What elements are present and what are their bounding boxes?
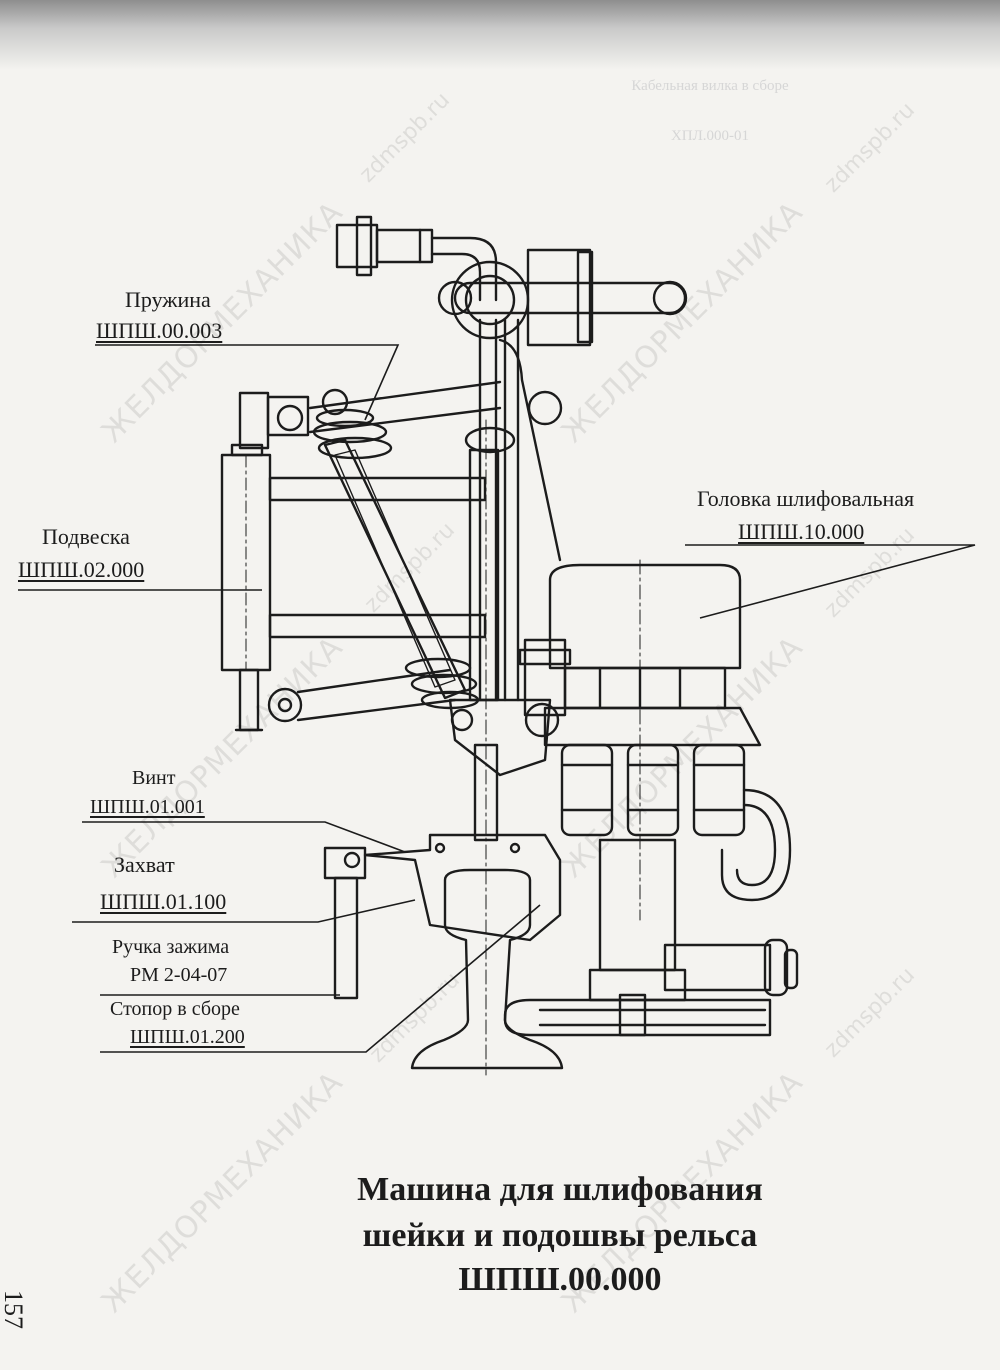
label-clamp-handle-name: Ручка зажима xyxy=(112,936,230,958)
title-line-2: шейки и подошвы рельса xyxy=(362,1217,758,1254)
page-number: 157 xyxy=(0,1290,28,1329)
upper-link xyxy=(238,380,563,450)
label-stopper-code: ШПШ.01.200 xyxy=(130,1026,245,1048)
label-grip-name: Захват xyxy=(114,852,175,877)
lower-link xyxy=(234,668,457,732)
cable-connector xyxy=(335,215,498,302)
label-grip-code: ШПШ.01.100 xyxy=(100,889,227,914)
grinding-spindles xyxy=(560,743,792,902)
faint-header-line-2: ХПЛ.000-01 xyxy=(670,128,750,144)
label-spring-code: ШПШ.00.003 xyxy=(96,318,223,343)
title-line-3: ШПШ.00.000 xyxy=(458,1261,662,1298)
scan-shadow xyxy=(0,0,1000,70)
label-screw-code: ШПШ.01.001 xyxy=(90,796,205,818)
rail-profile xyxy=(410,868,564,1070)
title-line-1: Машина для шлифования xyxy=(357,1171,763,1208)
leader-lines xyxy=(18,344,976,1053)
label-suspension-name: Подвеска xyxy=(42,524,130,549)
label-grinding-head-code: ШПШ.10.000 xyxy=(738,519,865,544)
faint-header-line-1: Кабельная вилка в сборе xyxy=(631,78,789,94)
clamp-grip xyxy=(323,833,562,1000)
label-stopper-name: Стопор в сборе xyxy=(110,998,240,1020)
label-grinding-head-name: Головка шлифовальная xyxy=(697,486,915,511)
vertical-column xyxy=(473,419,499,1076)
label-spring-name: Пружина xyxy=(125,287,211,312)
label-screw-name: Винт xyxy=(132,767,176,789)
suspension-cylinder xyxy=(220,443,272,732)
label-suspension-code: ШПШ.02.000 xyxy=(18,557,145,582)
grinding-head-motor xyxy=(543,559,762,921)
handle-assembly xyxy=(437,248,688,702)
label-clamp-handle-code: РМ 2-04-07 xyxy=(130,964,228,986)
lower-grinding-unit xyxy=(503,838,799,1037)
